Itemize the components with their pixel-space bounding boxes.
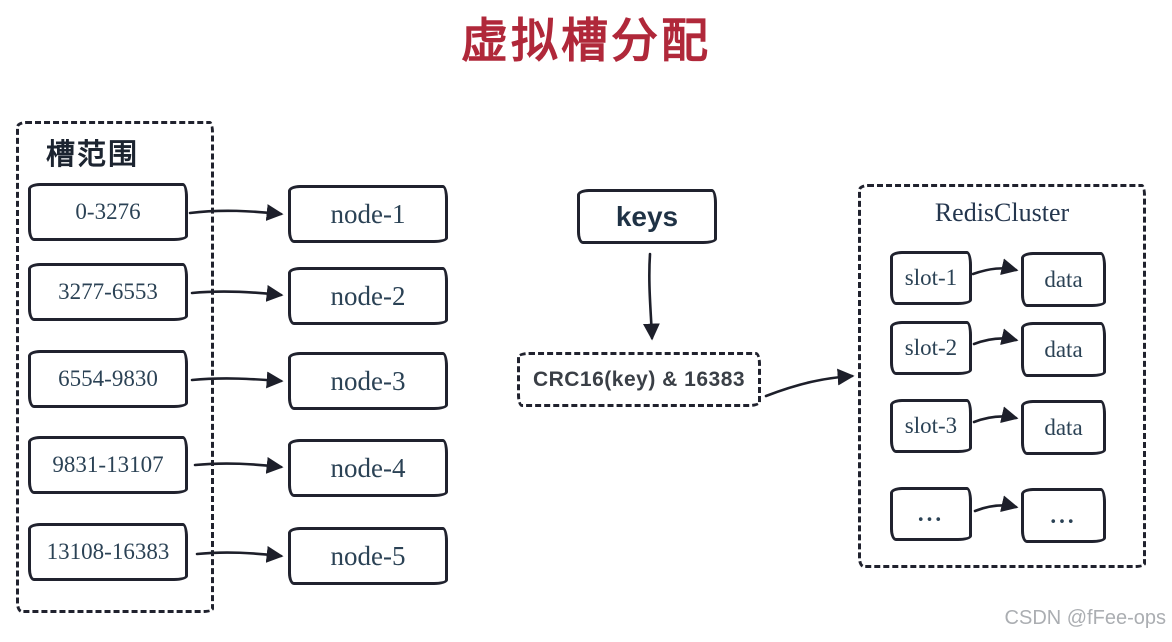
slot-box-2: slot-2 — [890, 321, 972, 375]
range-box-4-label: 9831-13107 — [52, 452, 164, 477]
node-box-2: node-2 — [288, 267, 448, 325]
range-box-5-label: 13108-16383 — [46, 539, 170, 564]
data-box-1: data — [1021, 252, 1106, 307]
data-box-more-label: ... — [1050, 502, 1077, 528]
slot-box-3-label: slot-3 — [904, 413, 958, 438]
node-box-4: node-4 — [288, 439, 448, 497]
node-box-2-label: node-2 — [330, 280, 406, 311]
slot-box-more: ... — [890, 487, 972, 541]
range-box-1: 0-3276 — [28, 183, 188, 241]
data-box-2: data — [1021, 322, 1106, 377]
range-box-3-label: 6554-9830 — [58, 366, 158, 391]
data-box-2-label: data — [1044, 336, 1083, 362]
crc16-box: CRC16(key) & 16383 — [517, 352, 761, 407]
range-box-3: 6554-9830 — [28, 350, 188, 408]
slot-box-1: slot-1 — [890, 251, 972, 305]
slot-box-1-label: slot-1 — [904, 265, 958, 290]
range-box-5: 13108-16383 — [28, 523, 188, 581]
node-box-4-label: node-4 — [330, 452, 406, 483]
redis-cluster-label: RedisCluster — [934, 198, 1070, 227]
range-box-1-label: 0-3276 — [75, 199, 141, 224]
page-title: 虚拟槽分配 — [461, 14, 711, 67]
data-box-1-label: data — [1044, 266, 1083, 292]
slot-box-more-label: ... — [917, 501, 945, 526]
range-box-2: 3277-6553 — [28, 263, 188, 321]
redis-cluster-panel — [858, 184, 1146, 568]
node-box-1: node-1 — [288, 185, 448, 243]
node-box-5-label: node-5 — [330, 540, 406, 571]
keys-label: keys — [615, 200, 679, 232]
crc16-formula: CRC16(key) & 16383 — [532, 367, 746, 391]
data-box-3: data — [1021, 400, 1106, 455]
slot-range-label: 槽范围 — [46, 139, 140, 171]
data-box-more: ... — [1021, 488, 1106, 543]
node-box-3: node-3 — [288, 352, 448, 410]
slot-range-panel — [16, 121, 214, 613]
slot-box-2-label: slot-2 — [904, 335, 958, 360]
range-box-4: 9831-13107 — [28, 436, 188, 494]
slot-box-3: slot-3 — [890, 399, 972, 453]
range-box-2-label: 3277-6553 — [58, 279, 158, 304]
watermark: CSDN @fFee-ops — [1004, 607, 1166, 629]
data-box-3-label: data — [1044, 414, 1083, 440]
node-box-3-label: node-3 — [330, 365, 406, 396]
node-box-1-label: node-1 — [330, 198, 406, 229]
arrow-keys-crc16 — [643, 252, 660, 341]
keys-box: keys — [577, 189, 717, 244]
node-box-5: node-5 — [288, 527, 448, 585]
arrow-crc16-cluster — [764, 368, 855, 398]
